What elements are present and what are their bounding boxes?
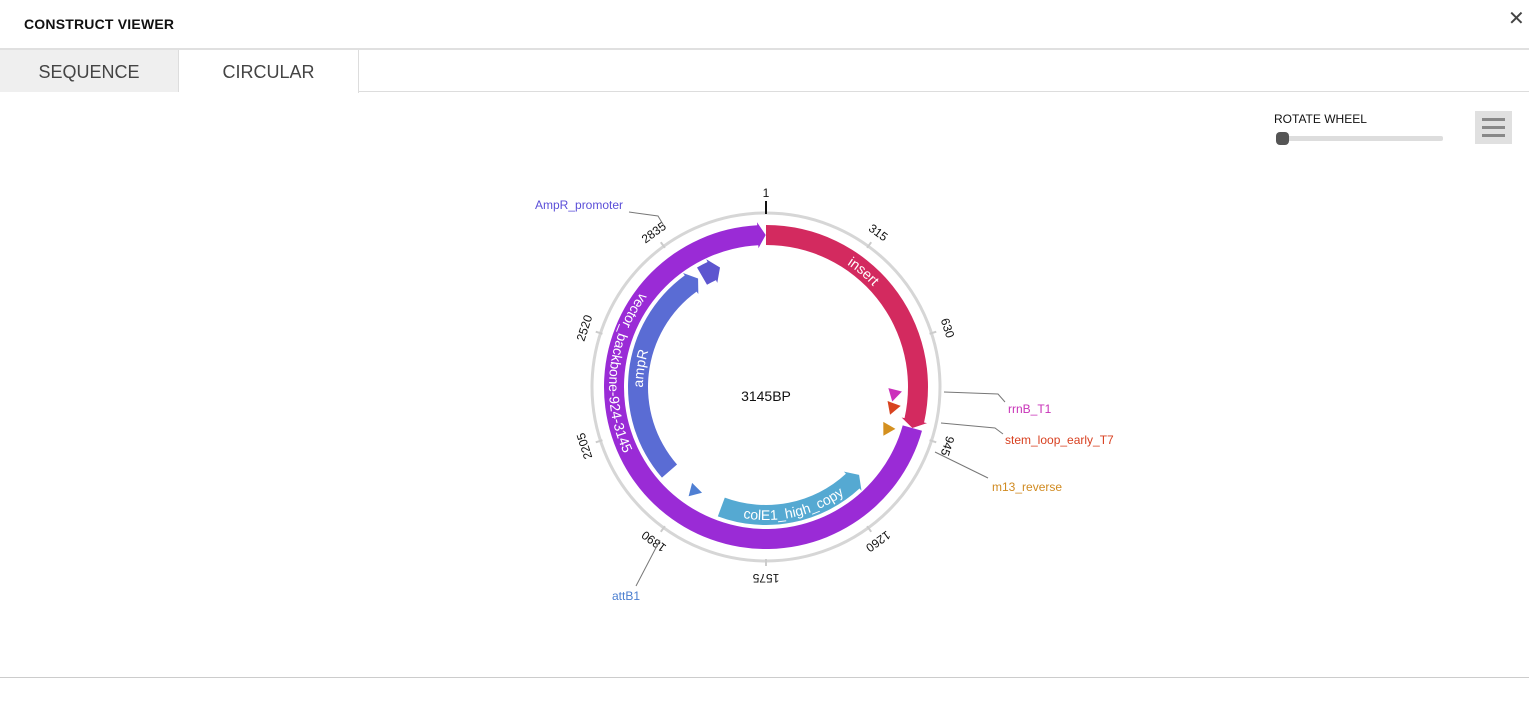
tab-circular[interactable]: CIRCULAR [179,50,359,93]
marker-stem-loop-early-t7[interactable] [883,401,901,417]
tick-label: 2835 [639,219,669,246]
tick-label: 2205 [574,431,596,461]
tick-label: 1575 [752,571,779,585]
tick-mark [929,439,937,444]
feature-ampr-promoter[interactable] [697,259,720,285]
dialog-title: CONSTRUCT VIEWER [24,16,175,32]
leader-line [628,211,665,227]
leader-line [635,539,661,587]
leader-line [934,451,989,479]
leader-line [943,391,1006,403]
annotation-stem-loop[interactable]: stem_loop_early_T7 [1005,433,1114,447]
tick-mark [595,439,603,444]
tick-label: 630 [938,316,958,340]
marker-attb1[interactable] [684,482,703,501]
marker-m13-reverse[interactable] [877,421,896,439]
tick-label: 1260 [863,528,893,555]
tick-mark [929,330,937,335]
tab-sequence[interactable]: SEQUENCE [0,50,179,92]
annotation-ampr-promoter[interactable]: AmpR_promoter [535,198,623,212]
tick-label: 1 [763,186,770,200]
feature-ampr[interactable] [628,273,699,478]
hamburger-menu-icon[interactable] [1475,111,1512,144]
footer-divider [0,677,1529,678]
tick-label: 945 [938,434,958,458]
annotation-m13-reverse[interactable]: m13_reverse [992,480,1062,494]
tick-label: 2520 [574,313,596,343]
tick-mark [866,525,873,533]
dialog-header: CONSTRUCT VIEWER ✕ [0,0,1529,50]
marker-rrnb-t1[interactable] [885,388,902,403]
leader-line [940,422,1004,435]
close-icon[interactable]: ✕ [1508,8,1525,30]
plasmid-size-label: 3145BP [741,388,791,404]
tick-mark [595,330,603,335]
tick-label: 315 [866,221,891,244]
tick-mark [659,525,666,533]
feature-insert[interactable] [766,225,928,429]
rotate-wheel-slider[interactable] [1276,132,1443,145]
tick-label: 1890 [639,528,669,555]
annotation-attb1[interactable]: attB1 [612,589,640,603]
slider-thumb[interactable] [1276,132,1289,145]
annotation-rrnb-t1[interactable]: rrnB_T1 [1008,402,1052,416]
tab-bar: SEQUENCE CIRCULAR [0,50,1529,93]
tick-mark [866,241,873,249]
tick-mark [659,241,666,249]
rotate-wheel-label: ROTATE WHEEL [1274,112,1367,126]
feature-cole1-high-copy[interactable] [717,471,862,525]
